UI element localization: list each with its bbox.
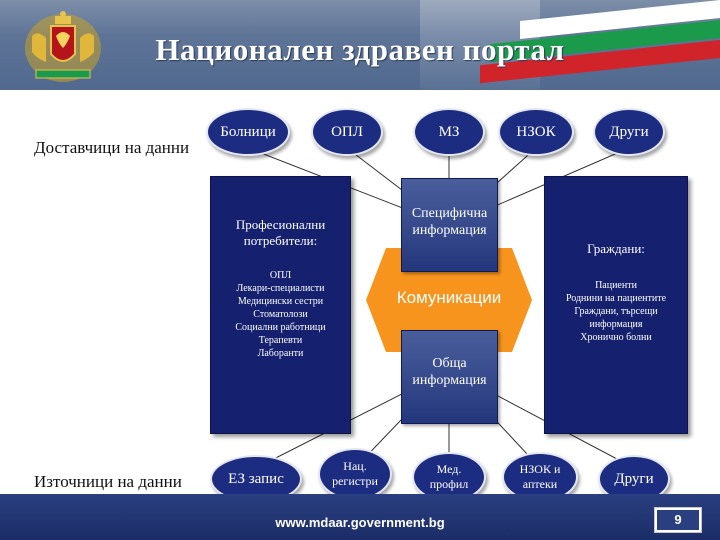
source-med-profile-node: Мед. профил xyxy=(412,452,486,502)
citizen-item: Хронично болни xyxy=(580,332,652,343)
provider-nzok-node: НЗОК xyxy=(498,108,574,156)
professional-user-item: Стоматолози xyxy=(253,309,308,320)
provider-gp-node: ОПЛ xyxy=(311,108,383,156)
coat-of-arms-icon xyxy=(25,11,101,82)
page-number-badge: 9 xyxy=(654,507,702,533)
professional-user-item: Лаборанти xyxy=(257,348,304,359)
header-banner xyxy=(0,0,720,90)
citizen-item: Пациенти xyxy=(595,280,637,291)
provider-other-node: Други xyxy=(593,108,665,156)
professional-user-item: ОПЛ xyxy=(269,270,292,281)
specific-info-label: Специфична информация xyxy=(411,206,488,238)
communications-label: Комуникации xyxy=(396,288,502,307)
general-info-box: Обща информация xyxy=(401,330,498,424)
professional-user-item: Социални работници xyxy=(235,322,326,333)
citizen-item: Граждани, търсещи информация xyxy=(574,306,658,330)
specific-info-box: Специфична информация xyxy=(401,178,498,272)
communications-diamond xyxy=(366,248,532,352)
professional-user-item: Терапевти xyxy=(258,335,303,346)
source-registries-node: Нац. регистри xyxy=(318,448,392,500)
page-title: Национален здравен портал xyxy=(155,32,565,67)
citizens-heading: Граждани: xyxy=(587,241,645,256)
citizen-item: Роднини на пациентите xyxy=(565,293,667,304)
page-number: 9 xyxy=(657,510,699,530)
provider-hospitals-node: Болници xyxy=(206,108,290,156)
footer-bar xyxy=(0,494,720,540)
citizens-panel: Граждани: Пациенти Роднини на пациентите… xyxy=(544,176,688,434)
footer-url: www.mdaar.government.bg xyxy=(275,515,445,530)
data-providers-label: Доставчици на данни xyxy=(34,138,190,157)
professional-user-item: Медицински сестри xyxy=(237,296,324,307)
provider-mz-node: МЗ xyxy=(413,108,485,156)
professional-users-heading: Професионални потребители: xyxy=(235,217,326,248)
professional-users-panel: Професионални потребители: ОПЛ Лекари-сп… xyxy=(210,176,351,434)
professional-user-item: Лекари-специалисти xyxy=(236,283,325,294)
general-info-label: Обща информация xyxy=(412,356,487,388)
data-sources-label: Източници на данни xyxy=(34,472,182,491)
